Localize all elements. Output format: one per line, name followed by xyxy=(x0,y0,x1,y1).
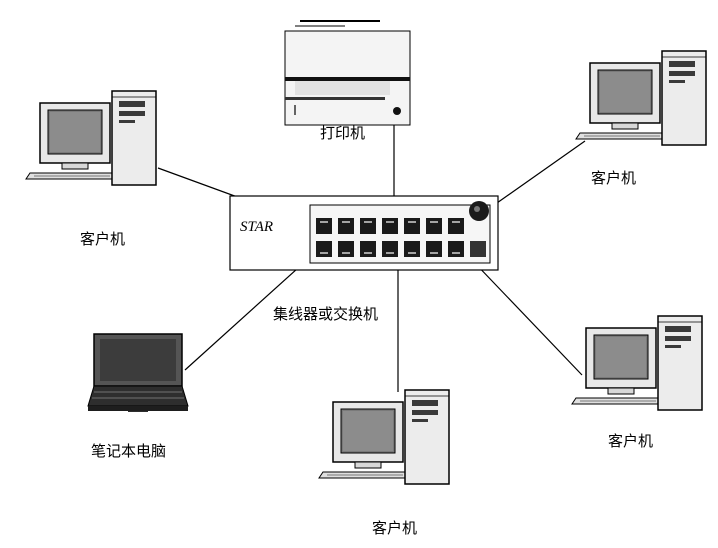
link-client-top-right xyxy=(486,140,586,211)
client-bottom-right-icon xyxy=(571,315,703,411)
hub-port-row-top xyxy=(316,218,464,234)
client-bottom-center-label: 客户机 xyxy=(372,519,418,537)
client-bottom-right-label: 客户机 xyxy=(608,432,654,450)
printer-icon xyxy=(284,20,411,126)
laptop-label: 笔记本电脑 xyxy=(91,442,167,460)
printer-label: 打印机 xyxy=(320,124,366,142)
client-top-left-label: 客户机 xyxy=(80,230,126,248)
laptop-icon xyxy=(87,333,189,412)
client-top-right-label: 客户机 xyxy=(591,169,637,187)
hub-brand-label: STAR xyxy=(240,219,274,235)
hub-label: 集线器或交换机 xyxy=(273,305,379,323)
client-top-right-icon xyxy=(575,50,707,146)
client-bottom-center-icon xyxy=(318,389,450,485)
hub-switch-icon xyxy=(229,195,499,271)
link-client-bottom-right xyxy=(471,259,583,376)
client-top-left-icon xyxy=(25,90,157,186)
